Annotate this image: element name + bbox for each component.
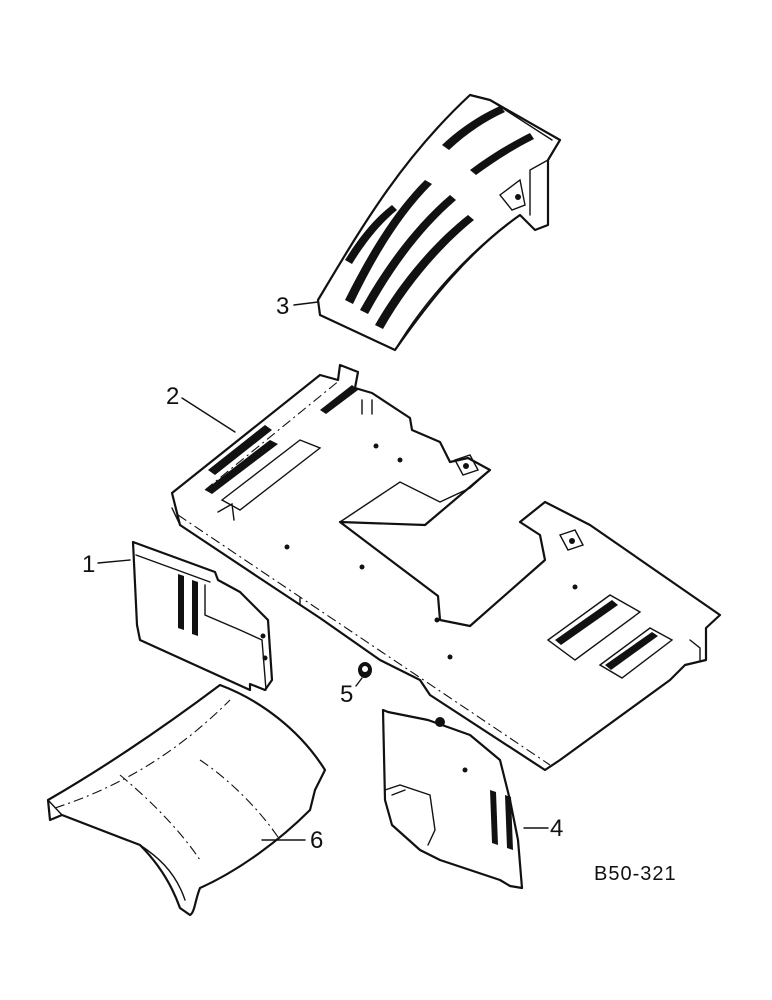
callout-5: 5 [340, 681, 353, 708]
part-5-grommet [358, 662, 372, 678]
leader-lines [97, 301, 549, 841]
callout-2: 2 [166, 383, 179, 410]
callout-4: 4 [550, 815, 563, 842]
drawing-number: B50-321 [594, 863, 677, 885]
part-4-side-panel [381, 708, 524, 890]
part-2-floor-plate [170, 363, 722, 772]
part-1-side-panel [131, 540, 274, 692]
callout-3: 3 [276, 293, 289, 320]
callout-1: 1 [82, 551, 95, 578]
part-3-curved-shield [316, 93, 562, 352]
callout-6: 6 [310, 827, 323, 854]
part-6-tunnel-cover [46, 683, 327, 917]
